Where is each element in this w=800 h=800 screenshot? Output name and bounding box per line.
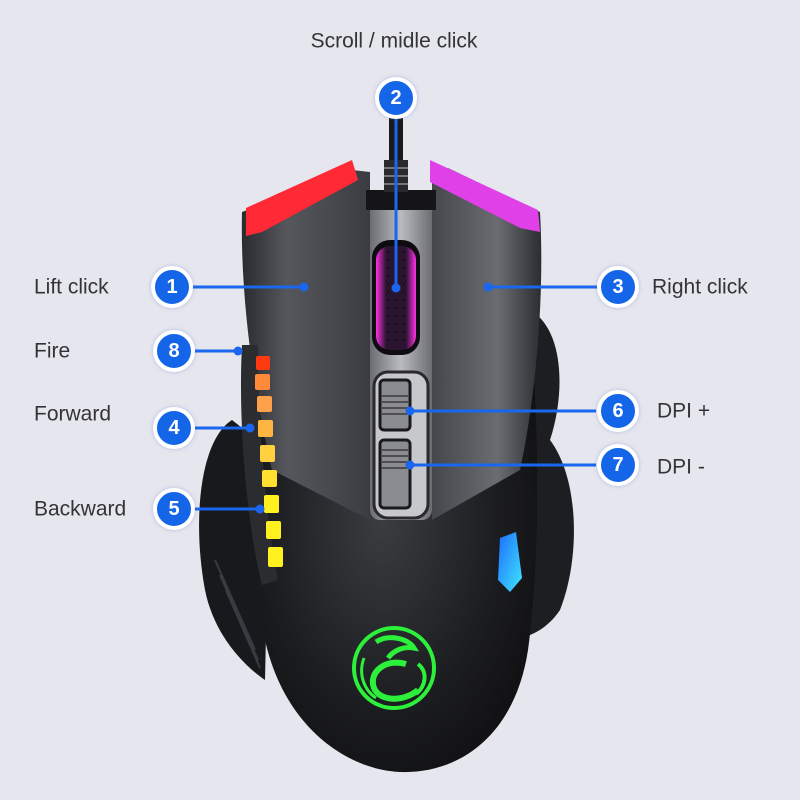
label-scroll-middle-click: Scroll / midle click [310,29,478,53]
anchor-dot-2 [391,283,401,293]
right-light-strip [430,160,540,232]
leader-line-5 [194,507,260,511]
anchor-dot-8 [233,346,243,356]
label-fire: Fire [34,339,71,363]
label-right-click: Right click [652,275,748,299]
label-backward: Backward [34,497,127,521]
anchor-dot-3 [483,282,493,292]
anchor-dot-5 [255,504,265,514]
leader-line-8 [192,349,238,353]
anchor-dot-1 [299,282,309,292]
side-keys [255,356,283,567]
leader-line-6 [410,409,596,413]
callout-badge-1: 1 [151,266,193,308]
label-dpi-down: DPI - [657,455,705,479]
left-light-strip [246,160,358,236]
callout-badge-3: 3 [597,266,639,308]
left-button-shell [241,170,370,520]
leader-line-2 [394,118,398,288]
callout-badge-2: 2 [375,77,417,119]
dpi-up-key [378,378,412,432]
callout-badge-6: 6 [597,390,639,432]
leader-line-3 [488,285,598,289]
leader-line-4 [194,426,250,430]
leader-line-1 [192,285,304,289]
label-forward: Forward [34,402,112,426]
anchor-dot-6 [405,406,415,416]
callout-badge-7: 7 [597,444,639,486]
callout-badge-4: 4 [153,407,195,449]
anchor-dot-4 [245,423,255,433]
leader-line-7 [410,463,596,467]
right-button-shell [432,168,542,520]
anchor-dot-7 [405,460,415,470]
right-accent-light [498,532,522,592]
callout-badge-8: 8 [153,330,195,372]
label-left-click: Lift click [34,275,109,299]
callout-badge-5: 5 [153,488,195,530]
dragon-logo [352,626,436,710]
label-dpi-up: DPI + [657,399,711,423]
dpi-down-key [378,438,412,510]
